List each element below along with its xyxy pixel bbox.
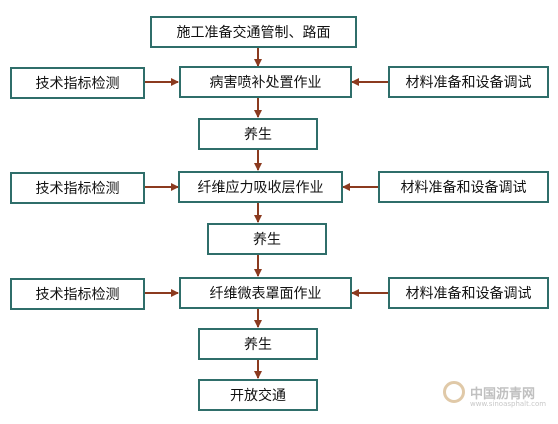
node-left-2: 技术指标检测 [10, 172, 145, 204]
node-step1: 病害喷补处置作业 [179, 66, 352, 98]
node-left-1: 技术指标检测 [10, 67, 145, 99]
node-step2: 纤维应力吸收层作业 [178, 171, 343, 203]
node-cure-1: 养生 [198, 118, 318, 150]
node-cure-3: 养生 [198, 328, 318, 360]
node-end: 开放交通 [198, 379, 318, 411]
watermark-url: www.sinoasphalt.com [470, 400, 547, 408]
watermark-logo-icon [443, 381, 465, 403]
node-cure-2: 养生 [207, 223, 327, 255]
node-right-2: 材料准备和设备调试 [378, 171, 549, 203]
watermark-name: 中国沥青网 [470, 387, 536, 402]
node-step3: 纤维微表罩面作业 [179, 277, 352, 309]
node-right-1: 材料准备和设备调试 [388, 66, 549, 98]
node-start: 施工准备交通管制、路面 [150, 16, 357, 48]
node-right-3: 材料准备和设备调试 [388, 277, 549, 309]
node-left-3: 技术指标检测 [10, 278, 145, 310]
